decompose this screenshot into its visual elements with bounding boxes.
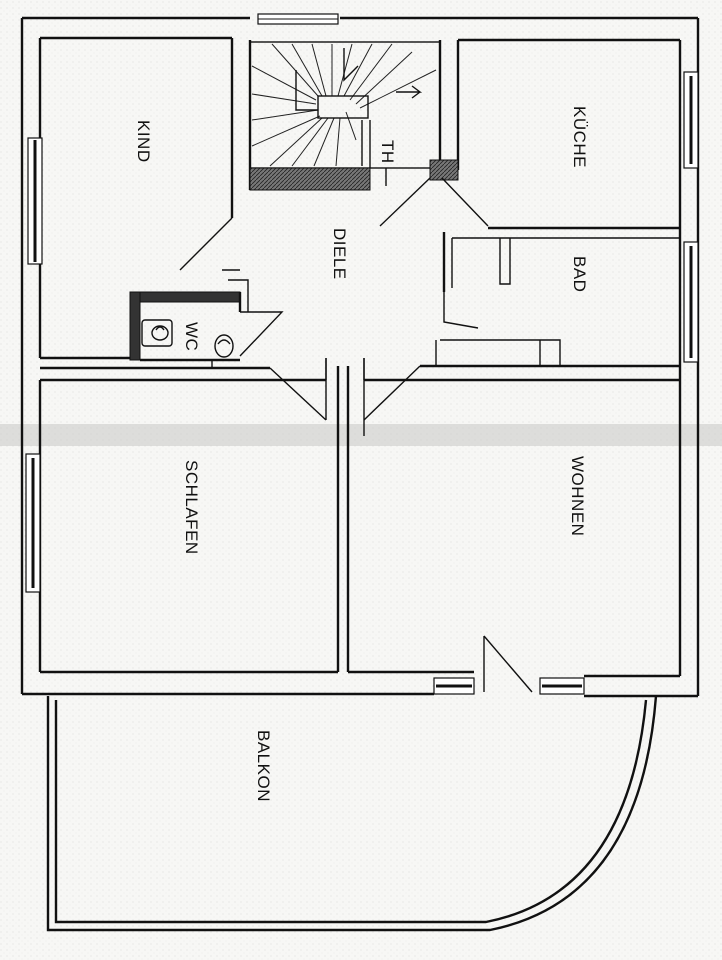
interior-walls xyxy=(40,38,680,672)
window-wohnen-balkon-right xyxy=(539,677,585,695)
window-kind xyxy=(27,137,43,265)
label-balkon: BALKON xyxy=(254,730,273,802)
window-bad xyxy=(683,241,699,363)
label-kueche: KÜCHE xyxy=(570,106,589,168)
wc-fixtures xyxy=(141,319,234,358)
staircase xyxy=(249,41,459,191)
label-wohnen: WOHNEN xyxy=(568,456,587,536)
label-th: TH xyxy=(378,140,397,164)
window-wohnen-balkon-left xyxy=(433,677,475,695)
window-top xyxy=(257,13,339,25)
label-wc: WC xyxy=(182,322,201,351)
label-bad: BAD xyxy=(570,256,589,292)
label-schlafen: SCHLAFEN xyxy=(182,460,201,555)
scan-fold-band xyxy=(0,424,722,446)
balcony xyxy=(46,695,658,932)
label-diele: DIELE xyxy=(330,228,349,280)
door-swings xyxy=(179,168,533,693)
window-kueche xyxy=(683,71,699,169)
label-kind: KIND xyxy=(134,120,153,163)
room-labels: KIND KÜCHE TH DIELE BAD WC SCHLAFEN WOHN… xyxy=(134,106,589,802)
window-schlafen xyxy=(25,453,41,593)
